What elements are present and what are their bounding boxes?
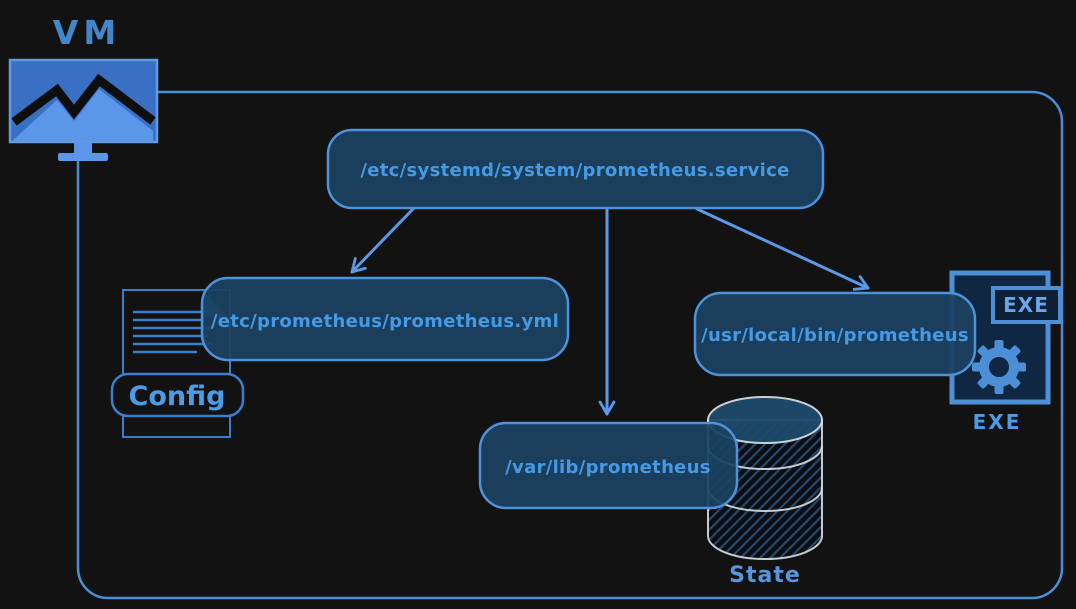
document-text-lines [133,310,213,354]
arrow-service-to-binary [695,207,870,291]
node-data-dir [478,421,739,510]
node-binary-path-label: /usr/local/bin/prometheus [701,325,969,346]
monitor-mountain [12,89,153,141]
config-ribbon [110,372,245,418]
edges [350,207,870,416]
node-config-file [200,276,570,362]
exe-badge [991,286,1062,324]
monitor-chart-line [11,73,156,126]
monitor-base [58,153,108,161]
exe-label: EXE [973,410,1022,434]
vm-label: VM [53,13,121,52]
monitor-chart-icon [8,58,159,161]
document-page [122,289,231,438]
node-binary-path [693,291,977,377]
node-service-unit-label: /etc/systemd/system/prometheus.service [360,160,789,181]
path-nodes: /etc/systemd/system/prometheus.service /… [200,128,977,510]
node-data-dir-label: /var/lib/prometheus [505,457,711,478]
database-top [707,396,823,444]
node-service-unit [326,128,825,210]
exe-badge-label: EXE [1003,293,1049,317]
arrow-service-to-config [350,207,415,274]
node-config-file-label: /etc/prometheus/prometheus.yml [211,311,559,332]
monitor-neck [74,142,92,155]
gear-icon [972,340,1026,394]
config-label: Config [129,381,226,412]
state-label: State [729,563,801,588]
vm-container-border [76,90,1064,600]
